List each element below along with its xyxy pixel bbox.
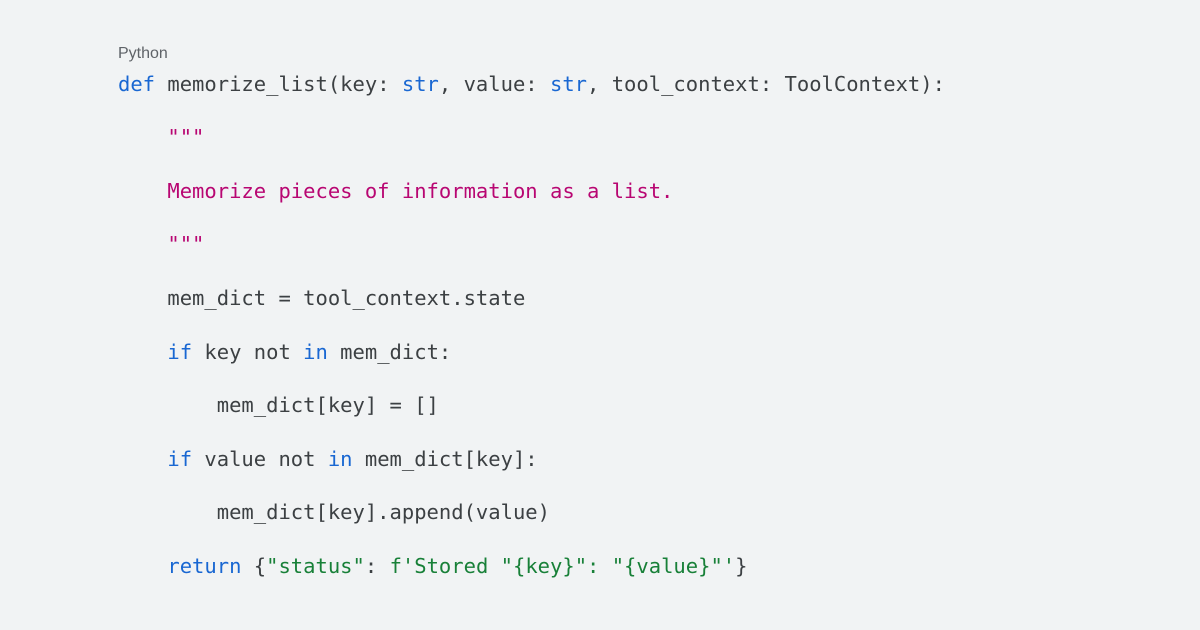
code-token: , value:: [438, 72, 550, 96]
code-token: str: [550, 72, 588, 96]
code-token: mem_dict = tool_context.state: [118, 286, 526, 310]
code-token: in: [327, 447, 353, 471]
code-token: :: [364, 554, 390, 578]
code-token: {: [241, 554, 267, 578]
code-token: in: [303, 340, 328, 364]
code-line: mem_dict[key] = []: [118, 391, 439, 419]
code-token: }: [735, 554, 748, 578]
code-token: [118, 340, 167, 364]
code-token: mem_dict[key]:: [352, 447, 538, 471]
code-token: , tool_context: ToolContext):: [587, 72, 945, 96]
code-line: if value not in mem_dict[key]:: [118, 445, 538, 473]
code-token: "status": [266, 554, 365, 578]
code-line: mem_dict[key].append(value): [118, 498, 550, 526]
code-line: """: [118, 123, 204, 151]
code-token: [118, 554, 167, 578]
code-token: memorize_list(key:: [155, 72, 402, 96]
code-token: mem_dict:: [327, 340, 452, 364]
code-token: if: [167, 447, 193, 471]
code-line: def memorize_list(key: str, value: str, …: [118, 70, 945, 98]
code-token: str: [401, 72, 439, 96]
code-line: if key not in mem_dict:: [118, 338, 451, 366]
code-token: value not: [192, 447, 328, 471]
code-token: """: [118, 125, 205, 149]
code-line: """: [118, 230, 204, 258]
code-token: def: [118, 72, 156, 96]
code-token: if: [167, 340, 193, 364]
code-token: [118, 447, 167, 471]
code-token: mem_dict[key] = []: [118, 393, 439, 417]
code-line: mem_dict = tool_context.state: [118, 284, 525, 312]
code-token: mem_dict[key].append(value): [118, 500, 550, 524]
code-language-label: Python: [118, 45, 168, 62]
code-token: f'Stored "{key}": "{value}"': [389, 554, 736, 578]
code-token: """: [118, 232, 205, 256]
code-token: key not: [192, 340, 304, 364]
code-line: return {"status": f'Stored "{key}": "{va…: [118, 552, 747, 580]
code-token: Memorize pieces of information as a list…: [118, 179, 674, 203]
code-token: return: [167, 554, 242, 578]
code-line: Memorize pieces of information as a list…: [118, 177, 673, 205]
